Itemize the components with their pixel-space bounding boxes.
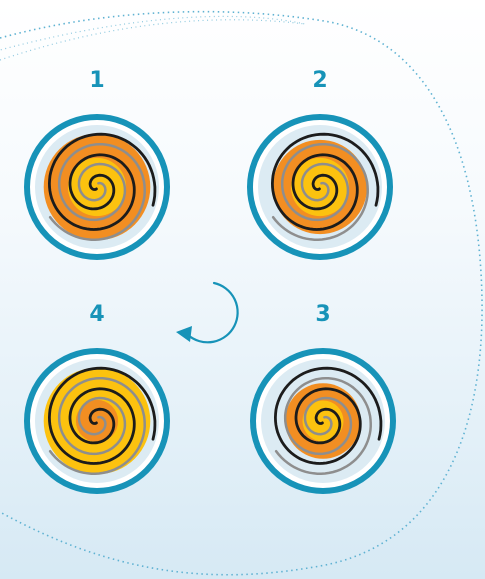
stage-label-1: 1	[77, 70, 117, 92]
stage-disc-2	[250, 117, 390, 257]
cycle-arrowhead	[176, 326, 192, 342]
stage-disc-4	[27, 351, 167, 491]
stage-label-4: 4	[77, 304, 117, 326]
dotted-boundary	[0, 12, 482, 575]
stage-label-3: 3	[303, 304, 343, 326]
stage-label-2: 2	[300, 70, 340, 92]
stage-disc-3	[253, 351, 393, 491]
stage-disc-1	[27, 117, 167, 257]
dotted-boundary-inner	[0, 16, 305, 60]
cycle-arrow-arc	[188, 283, 238, 342]
circular-arrow-icon	[176, 283, 238, 342]
